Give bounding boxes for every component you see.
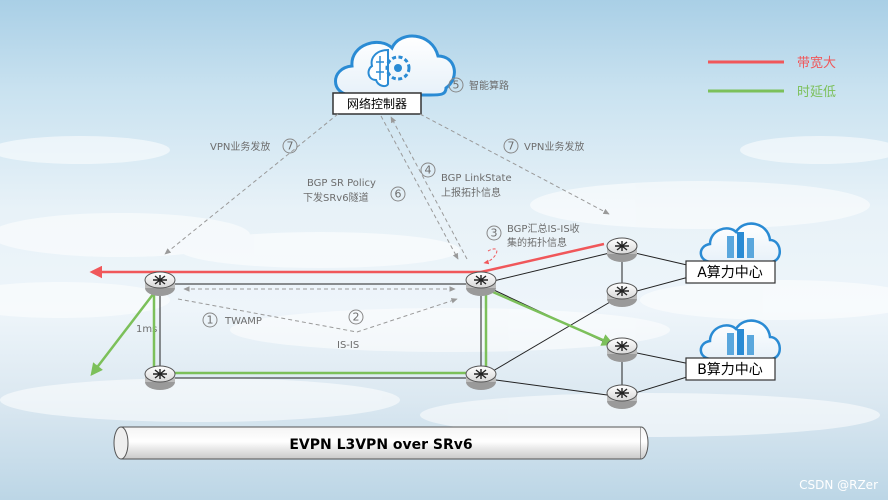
step-5: 5 智能算路 (448, 77, 509, 93)
step-6: BGP SR Policy 下发SRv6隧道 6 (303, 178, 406, 204)
tunnel-right-end (640, 426, 649, 460)
latency-label: 1ms (136, 324, 157, 335)
routers (144, 237, 638, 409)
router-icon[interactable] (606, 237, 638, 262)
step-1-label: TWAMP (224, 316, 262, 327)
link-r2-r5 (480, 249, 623, 285)
link-r4-r6 (480, 294, 623, 379)
datacenter-b-box[interactable] (685, 357, 776, 381)
step-6-circle (390, 186, 406, 202)
step-7-left-number: 7 (287, 140, 294, 153)
tunnel-left-end (113, 426, 129, 460)
step-7-right: 7 VPN业务发放 (503, 138, 584, 154)
datacenter-b-label: B算力中心 (697, 362, 763, 378)
step-2-number: 2 (353, 311, 360, 324)
step-6-line-1: BGP SR Policy (307, 178, 376, 189)
step-4-line-2: 上报拓扑信息 (441, 186, 501, 199)
step-7-right-label: VPN业务发放 (524, 140, 584, 153)
controller-cloud (334, 34, 456, 97)
step-1-number: 1 (207, 314, 214, 327)
isis-arrow (177, 298, 458, 333)
vpn-right-arrow (419, 113, 610, 215)
legend-label-bandwidth: 带宽大 (797, 55, 836, 71)
background-clouds (0, 136, 888, 437)
control-plane-arrows (164, 113, 610, 333)
step-2: 2 IS-IS (337, 309, 364, 351)
step-5-circle (448, 77, 464, 93)
latency-path-exit (90, 292, 155, 376)
step-4-circle (420, 162, 436, 178)
step-3-line-1: BGP汇总IS-IS收 (507, 222, 580, 235)
datacenter-a-label: A算力中心 (697, 265, 763, 281)
physical-links (159, 249, 701, 398)
step-6-number: 6 (395, 188, 402, 201)
step-1: 1 TWAMP (202, 312, 262, 328)
step-7-right-circle (503, 138, 519, 154)
datacenter-a: A算力中心 (685, 222, 781, 284)
legend-label-latency: 时延低 (797, 85, 836, 100)
step-5-number: 5 (453, 79, 460, 92)
router-icon[interactable] (606, 384, 638, 409)
watermark: CSDN @RZer (799, 478, 878, 492)
bgp-summary-arrow (483, 248, 498, 265)
datacenter-b: B算力中心 (685, 319, 781, 381)
brain-gear-icon (367, 48, 411, 88)
datacenter-a-box[interactable] (685, 260, 776, 284)
step-6-line-2: 下发SRv6隧道 (303, 191, 369, 204)
server-cloud-icon (699, 222, 781, 264)
step-3-number: 3 (491, 227, 498, 240)
vpn-left-arrow (164, 113, 339, 255)
controller-box[interactable] (332, 92, 422, 115)
step-3-line-2: 集的拓扑信息 (507, 236, 567, 249)
router-icon[interactable] (144, 365, 176, 390)
server-cloud-icon (699, 319, 781, 361)
step-7-left-circle (282, 138, 298, 154)
step-2-circle (348, 309, 364, 325)
step-7-left: VPN业务发放 7 (210, 138, 298, 154)
link-r4-r8 (480, 377, 623, 398)
step-4-number: 4 (425, 164, 432, 177)
step-7-right-number: 7 (508, 140, 515, 153)
step-1-circle (202, 312, 218, 328)
srv6-tunnel: EVPN L3VPN over SRv6 (113, 426, 649, 460)
legend: 带宽大 时延低 (708, 55, 836, 100)
sr-policy-arrow (380, 115, 459, 260)
tunnel-label: EVPN L3VPN over SRv6 (289, 437, 472, 453)
step-3: 3 BGP汇总IS-IS收 集的拓扑信息 (486, 222, 580, 249)
linkstate-arrow (390, 116, 468, 260)
step-4-line-1: BGP LinkState (441, 173, 512, 184)
step-7-left-label: VPN业务发放 (210, 140, 270, 153)
step-2-label: IS-IS (337, 340, 359, 351)
bandwidth-path-to-dca (480, 242, 605, 274)
router-icon[interactable] (144, 271, 176, 296)
step-3-circle (486, 225, 502, 241)
router-icon[interactable] (606, 337, 638, 362)
router-icon[interactable] (606, 282, 638, 307)
step-4: 4 BGP LinkState 上报拓扑信息 (420, 162, 512, 199)
router-icon[interactable] (465, 271, 497, 296)
controller-label: 网络控制器 (347, 96, 407, 111)
step-5-label: 智能算路 (469, 79, 509, 92)
router-icon[interactable] (465, 365, 497, 390)
